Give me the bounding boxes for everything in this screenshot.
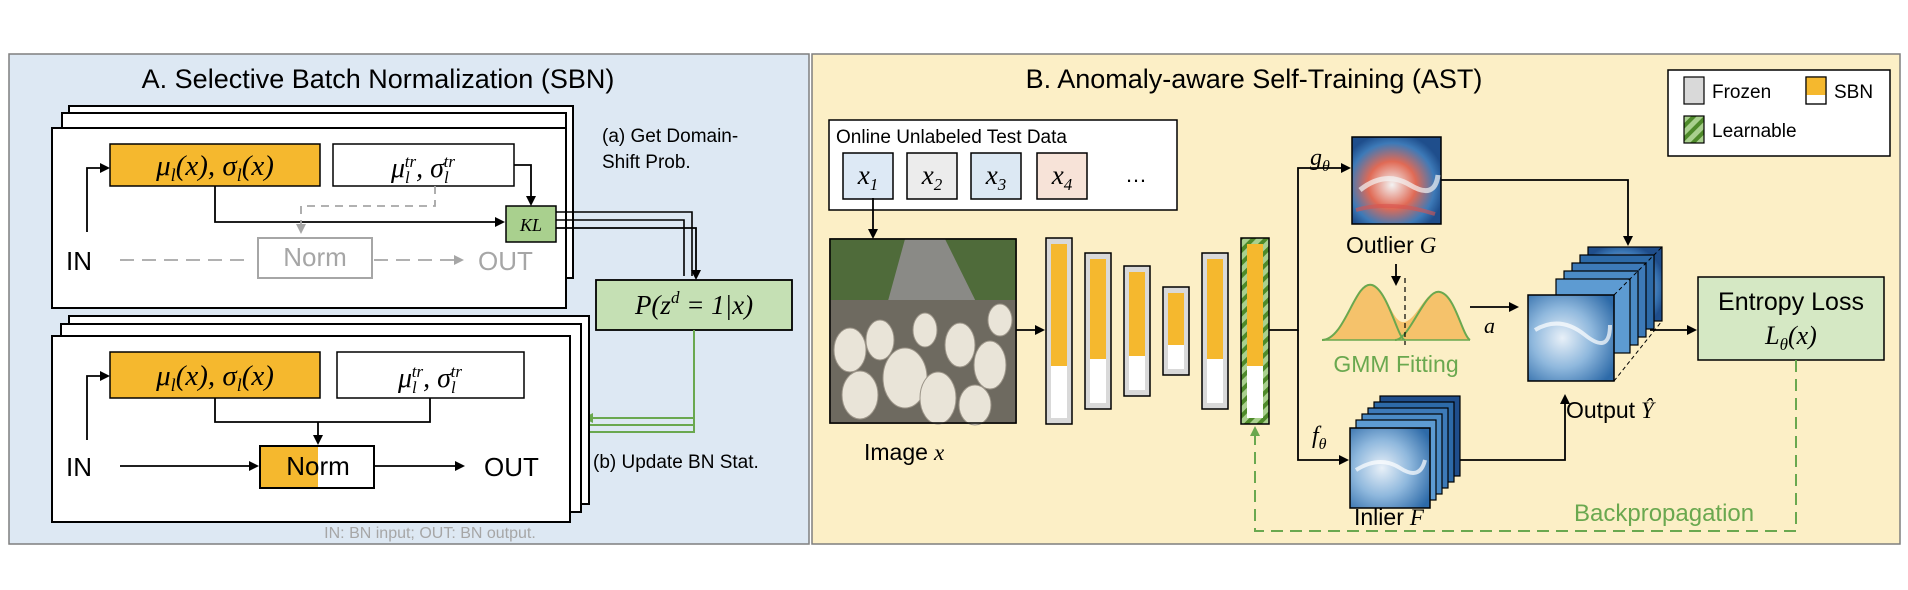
test-sample-label: x2 xyxy=(921,160,943,194)
kl-to-prob-arrow xyxy=(556,227,701,280)
to-g-branch-arrow xyxy=(1269,163,1351,331)
stats-to-norm-dashed-arrow xyxy=(296,186,436,234)
layer-6-sbn xyxy=(1247,244,1263,366)
legend-sbn-border xyxy=(1805,76,1827,105)
test-sample-box xyxy=(842,152,894,200)
kl-box xyxy=(505,205,557,243)
current-stats-text-b: μl(x), σl(x) xyxy=(155,360,274,395)
inlier-to-output-arrow xyxy=(1460,394,1570,461)
norm-box-sbn-fill xyxy=(260,446,318,488)
test-sample-box xyxy=(906,152,958,200)
gmm-label: GMM Fitting xyxy=(1333,351,1458,377)
update-line-1 xyxy=(574,330,695,437)
legend: Frozen SBN Learnable xyxy=(1667,69,1891,157)
input-image-sheep xyxy=(829,238,1017,426)
out-label-bottom: OUT xyxy=(484,452,539,482)
output-stack xyxy=(1527,246,1663,382)
in-label-bottom: IN xyxy=(66,452,92,482)
inlier-map-f xyxy=(1349,395,1461,509)
legend-frozen-label: Frozen xyxy=(1712,82,1771,103)
train-stats-text-b: μltr, σltr xyxy=(397,362,462,397)
layer-1-blank xyxy=(1051,366,1067,418)
layer-4-blank xyxy=(1168,345,1184,369)
test-sample-label: x4 xyxy=(1051,160,1073,194)
layer-1-sbn xyxy=(1051,244,1067,366)
legend-sbn-fill xyxy=(1806,77,1826,95)
outlier-map-g xyxy=(1351,136,1442,225)
a-label: a xyxy=(1484,313,1495,338)
layer-6-blank xyxy=(1247,366,1263,418)
layer-3-sbn xyxy=(1129,272,1145,356)
panel-a-sbn: A. Selective Batch Normalization (SBN) μ… xyxy=(8,53,810,545)
gmm-histogram-fill xyxy=(1322,284,1470,340)
panel-b-ast: B. Anomaly-aware Self-Training (AST) Fro… xyxy=(811,53,1901,545)
backpropagation-label: Backpropagation xyxy=(1574,500,1754,527)
norm-label-disabled: Norm xyxy=(283,242,347,272)
domain-shift-prob-box xyxy=(595,279,793,331)
in-label-top: IN xyxy=(66,246,92,276)
train-stats-box-b xyxy=(336,351,525,399)
current-stats-text: μl(x), σl(x) xyxy=(155,150,274,185)
test-sample-label: x1 xyxy=(857,160,878,194)
f-theta-label: fθ xyxy=(1312,423,1327,453)
gmm-component-1 xyxy=(1321,283,1406,341)
layer-5-sbn xyxy=(1207,259,1223,359)
kl-output-line-1 xyxy=(556,211,693,276)
test-data-title: Online Unlabeled Test Data xyxy=(836,127,1067,148)
test-sample-box xyxy=(970,152,1022,200)
top-layer-stack: μl(x), σl(x) μltr, σltr KL IN Norm OUT xyxy=(51,105,574,309)
legend-learnable-label: Learnable xyxy=(1712,121,1797,142)
to-f-branch-arrow xyxy=(1297,330,1349,465)
g-theta-label: gθ xyxy=(1310,145,1330,175)
outlier-to-output-arrow xyxy=(1441,179,1633,246)
legend-learnable-swatch xyxy=(1683,115,1705,144)
kl-output-line-2 xyxy=(556,219,685,276)
step-a-line-2: Shift Prob. xyxy=(602,152,691,173)
out-label-top: OUT xyxy=(478,246,533,276)
test-sample-label: x3 xyxy=(985,160,1006,194)
test-samples: x1 x2 x3 x4 xyxy=(842,152,1088,200)
bottom-layer-stack: μl(x), σl(x) μltr, σltr IN Norm OUT xyxy=(51,315,590,523)
layer-5-blank xyxy=(1207,359,1223,403)
legend-sbn-label: SBN xyxy=(1834,82,1873,103)
in-to-stats-arrow-b xyxy=(86,371,110,440)
stats-to-kl-arrow xyxy=(214,186,505,227)
gmm-component-2 xyxy=(1394,290,1471,341)
step-a-line-1: (a) Get Domain- xyxy=(602,126,738,147)
layer-4-sbn xyxy=(1168,293,1184,345)
domain-shift-prob-text: P(zd = 1|x) xyxy=(634,288,753,320)
backpropagation-path xyxy=(1250,360,1797,532)
kl-label: KL xyxy=(519,215,542,235)
norm-box-disabled xyxy=(257,237,373,279)
layer-3-blank xyxy=(1129,356,1145,390)
footnote: IN: BN input; OUT: BN output. xyxy=(324,525,536,542)
step-b-label: (b) Update BN Stat. xyxy=(593,452,759,473)
layer-2-blank xyxy=(1090,359,1106,403)
layer-2-sbn xyxy=(1090,259,1106,359)
test-sample-box xyxy=(1036,152,1088,200)
network-layers xyxy=(1045,237,1270,425)
train-stats-text: μltr, σltr xyxy=(390,152,455,187)
norm-label-active: Norm xyxy=(286,451,350,481)
norm-box-active xyxy=(259,445,375,489)
legend-box xyxy=(1667,69,1891,157)
panel-a-title: A. Selective Batch Normalization (SBN) xyxy=(142,64,615,94)
entropy-loss-title: Entropy Loss xyxy=(1718,288,1864,316)
train-to-kl-arrow xyxy=(514,164,536,206)
in-to-stats-arrow xyxy=(86,163,110,232)
current-stats-box-b xyxy=(109,351,321,399)
legend-frozen-swatch xyxy=(1683,76,1705,105)
samples-ellipsis: … xyxy=(1125,162,1147,187)
entropy-loss-formula: Lθ(x) xyxy=(1764,321,1817,354)
panel-b-title: B. Anomaly-aware Self-Training (AST) xyxy=(1026,64,1483,94)
stats-merge-line xyxy=(214,398,431,423)
entropy-loss-box xyxy=(1697,276,1885,361)
gmm-plot xyxy=(1321,278,1471,345)
